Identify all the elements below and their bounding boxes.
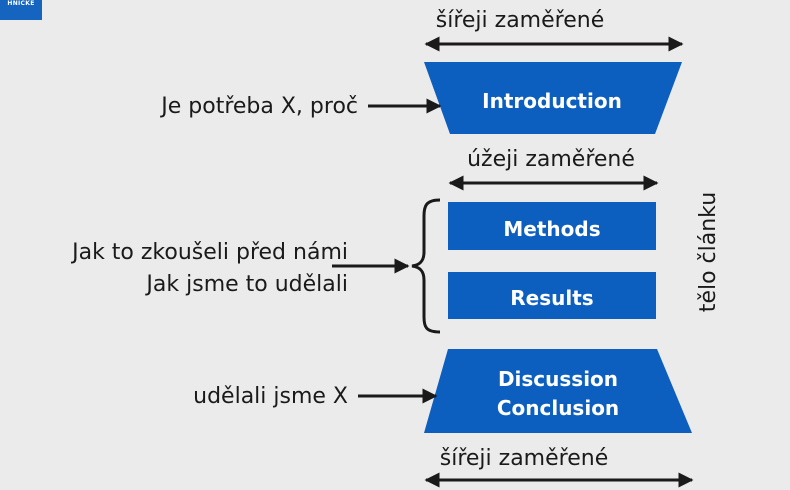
discussion-conclusion-shape: Discussion Conclusion	[424, 349, 692, 433]
body-annotation-line2: Jak jsme to udělali	[144, 272, 348, 297]
results-label: Results	[510, 286, 593, 310]
introduction-shape: Introduction	[424, 62, 682, 134]
introduction-label: Introduction	[482, 89, 622, 113]
results-box: Results	[448, 272, 656, 319]
body-annotation-line1: Jak to zkoušeli před námi	[70, 240, 348, 265]
discussion-label: Discussion	[498, 367, 618, 391]
discussion-annotation: udělali jsme X	[193, 384, 348, 409]
curly-brace-icon	[411, 198, 441, 334]
logo-badge: HNICKÉ	[0, 0, 42, 20]
logo-text: HNICKÉ	[7, 0, 35, 7]
conclusion-label: Conclusion	[497, 396, 619, 420]
intro-annotation: Je potřeba X, proč	[159, 94, 358, 119]
top-focus-label: šířeji zaměřené	[436, 8, 604, 33]
side-label: tělo článku	[696, 192, 721, 312]
methods-box: Methods	[448, 202, 656, 250]
methods-label: Methods	[503, 217, 600, 241]
middle-focus-label: úžeji zaměřené	[467, 147, 635, 172]
bottom-focus-label: šířeji zaměřené	[440, 446, 608, 471]
